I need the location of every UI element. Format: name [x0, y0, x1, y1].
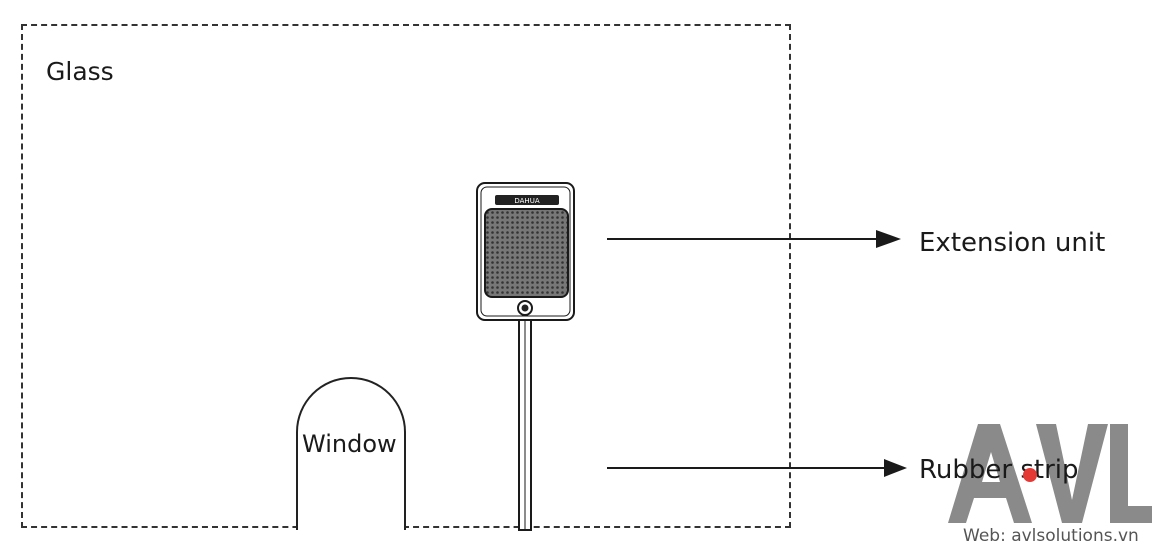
brand-text: DAHUA: [514, 197, 539, 205]
extension-unit-label: Extension unit: [919, 228, 1106, 258]
window-label: Window: [302, 430, 397, 458]
glass-panel-outline: [21, 24, 791, 528]
extension-unit-arrow: [607, 230, 901, 248]
rubber-strip-label: Rubber strip: [919, 455, 1079, 485]
glass-label: Glass: [46, 57, 114, 86]
rubber-strip: [518, 317, 532, 531]
speaker-grille: [484, 208, 569, 298]
watermark-web-text: Web: avlsolutions.vn: [963, 526, 1139, 546]
avl-logo: [948, 424, 1152, 523]
extension-unit-device: DAHUA: [476, 182, 575, 321]
brand-plate: [495, 195, 559, 205]
window-shape: [296, 377, 406, 530]
rubber-strip-arrow: [607, 459, 907, 477]
